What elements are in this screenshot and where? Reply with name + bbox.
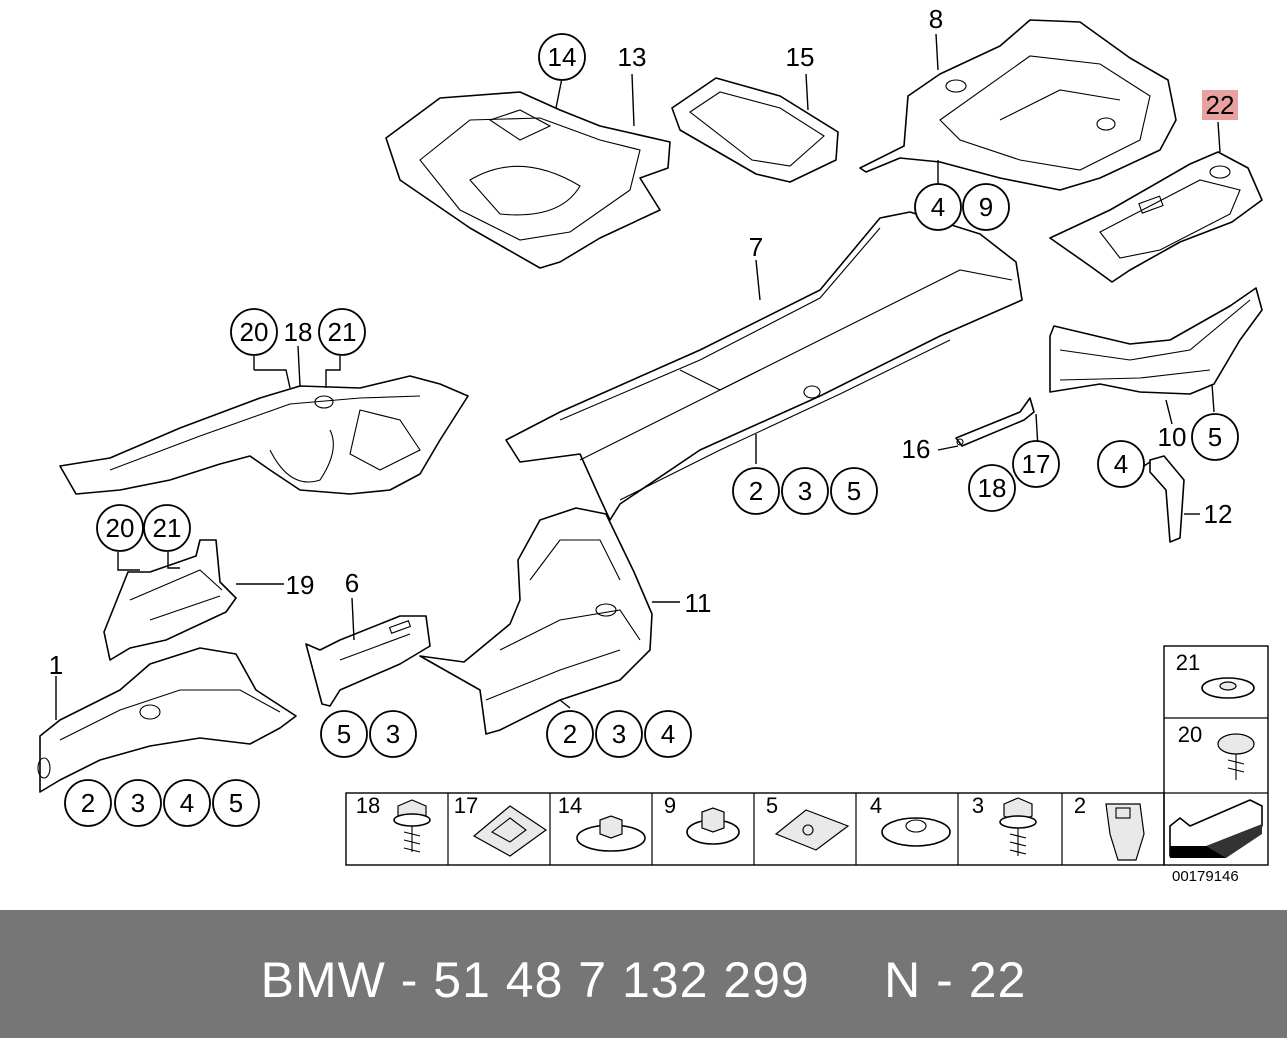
circled-labels: 14 4 9 20 21 20 21 2 3 5 17 18 5 4 5 3 2: [64, 33, 1239, 827]
parts-diagram: 22 8 13 15 7 18 19 6 1 11 10 16 12 14 4 …: [37, 4, 1269, 885]
circle-4: 4: [1114, 449, 1128, 479]
legend-4: 4: [870, 793, 882, 818]
part-15-cover: [671, 77, 839, 183]
part-1-heat-shield: [37, 647, 297, 793]
circle-3: 3: [798, 476, 812, 506]
part-11-heat-shield: [419, 507, 653, 735]
label-11: 11: [685, 588, 712, 618]
part-22-highlight: [1202, 90, 1238, 120]
circle-17: 17: [1022, 449, 1051, 479]
circle-5: 5: [337, 719, 351, 749]
label-7: 7: [749, 232, 763, 262]
fastener-4-icon: [881, 817, 951, 847]
circle-21: 21: [153, 513, 182, 543]
legend-2: 2: [1074, 793, 1086, 818]
part-8-heat-shield: [859, 19, 1177, 191]
circle-14: 14: [548, 42, 577, 72]
circle-4: 4: [931, 192, 945, 222]
fastener-3-icon: [999, 797, 1037, 856]
legend-3: 3: [972, 793, 984, 818]
part-16-bracket: [955, 397, 1035, 447]
fastener-5-icon: [774, 809, 850, 851]
legend-21: 21: [1176, 650, 1200, 675]
fastener-legend: [345, 645, 1269, 866]
part-7-tunnel-shield: [505, 211, 1023, 521]
label-1: 1: [49, 650, 63, 680]
circle-5: 5: [1208, 422, 1222, 452]
part-labels: 22 8 13 15 7 18 19 6 1 11 10 16 12: [49, 4, 1235, 680]
label-18: 18: [284, 317, 313, 347]
leader-lines: [55, 33, 1221, 794]
label-13: 13: [618, 42, 647, 72]
label-6: 6: [345, 568, 359, 598]
label-16: 16: [902, 434, 931, 464]
part-22-heat-shield: [1049, 151, 1263, 283]
part-6-bracket: [305, 615, 431, 707]
part-number-caption: BMW - 51 48 7 132 299 N - 22: [260, 952, 1027, 1008]
circle-5: 5: [229, 788, 243, 818]
circle-2: 2: [81, 788, 95, 818]
direction-arrow-icon: [1169, 799, 1263, 858]
diagram-reference-number: 00179146: [1172, 868, 1239, 885]
circle-18: 18: [978, 473, 1007, 503]
parts-diagram-drawing: 22 8 13 15 7 18 19 6 1 11 10 16 12 14 4 …: [37, 4, 1269, 866]
circle-9: 9: [979, 192, 993, 222]
circle-2: 2: [563, 719, 577, 749]
circle-4: 4: [180, 788, 194, 818]
fastener-18-icon: [393, 799, 431, 853]
label-22: 22: [1206, 90, 1235, 120]
part-18-heat-shield: [59, 375, 469, 495]
label-10: 10: [1158, 422, 1187, 452]
circle-3: 3: [612, 719, 626, 749]
legend-9: 9: [664, 793, 676, 818]
circle-20: 20: [106, 513, 135, 543]
fastener-2-icon: [1105, 803, 1145, 861]
circle-5: 5: [847, 476, 861, 506]
label-12: 12: [1204, 499, 1233, 529]
label-8: 8: [929, 4, 943, 34]
fastener-17-icon: [472, 805, 548, 857]
circle-3: 3: [131, 788, 145, 818]
legend-14: 14: [558, 793, 582, 818]
circle-3: 3: [386, 719, 400, 749]
footer-bar: BMW - 51 48 7 132 299 N - 22: [0, 910, 1287, 1038]
circle-4: 4: [661, 719, 675, 749]
legend-labels: 18 17 14 9 5 4 3 2 21 20: [356, 650, 1202, 818]
label-19: 19: [286, 570, 315, 600]
part-13-heat-shield: [385, 91, 671, 269]
circle-20: 20: [240, 317, 269, 347]
part-10-heat-shield: [1049, 287, 1263, 395]
circle-21: 21: [328, 317, 357, 347]
part-19-bracket: [103, 539, 237, 661]
fastener-21-icon: [1201, 677, 1255, 699]
legend-17: 17: [454, 793, 478, 818]
fastener-14-icon: [576, 815, 646, 852]
legend-20: 20: [1178, 722, 1202, 747]
part-12-bracket: [1149, 455, 1185, 543]
legend-18: 18: [356, 793, 380, 818]
circle-2: 2: [749, 476, 763, 506]
fastener-9-icon: [686, 807, 740, 845]
legend-5: 5: [766, 793, 778, 818]
label-15: 15: [786, 42, 815, 72]
fastener-20-icon: [1217, 733, 1255, 780]
